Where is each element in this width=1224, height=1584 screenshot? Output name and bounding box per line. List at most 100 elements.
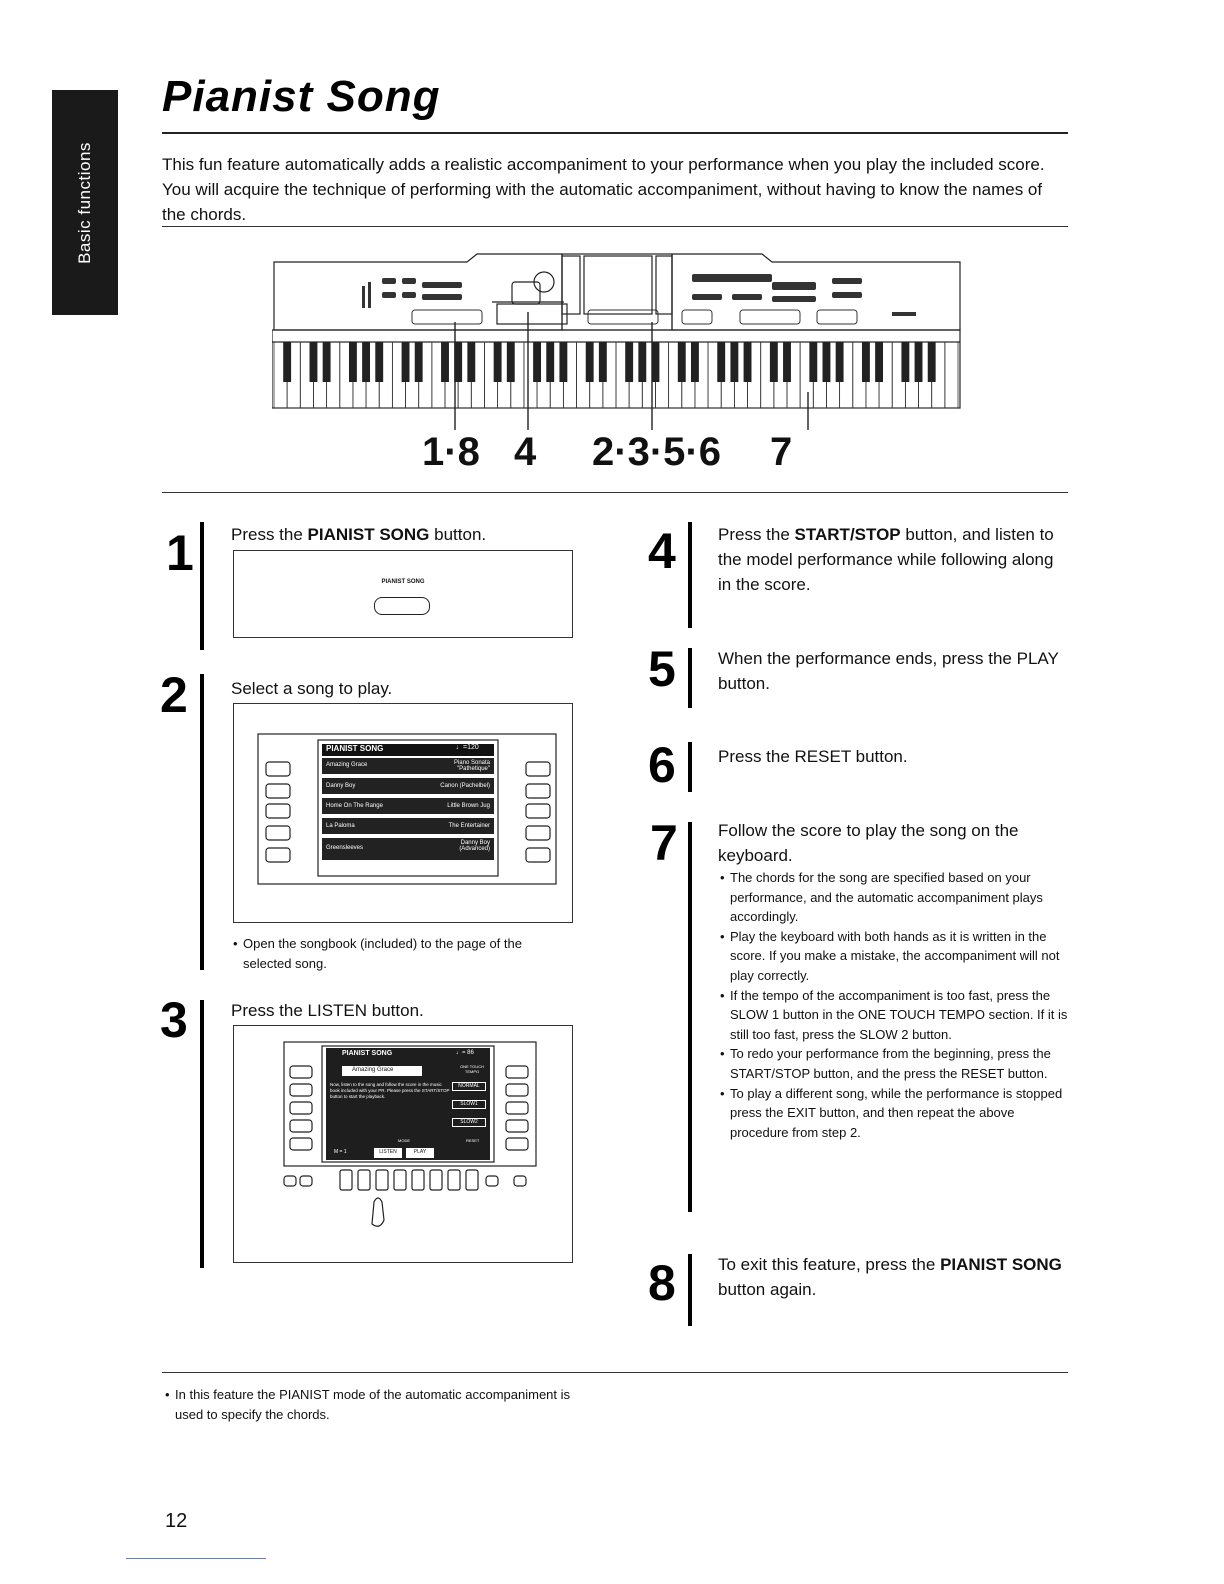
song-select-screen <box>257 733 557 885</box>
step-7-note-4: To redo your performance from the beginn… <box>720 1044 1068 1083</box>
step-7-note-1: The chords for the song are specified ba… <box>720 868 1068 927</box>
intro-paragraph: This fun feature automatically adds a re… <box>162 155 1045 224</box>
song-screen-header: PIANIST SONG <box>326 744 384 753</box>
black-key <box>651 342 660 382</box>
black-key <box>533 342 542 382</box>
step-text-8: To exit this feature, press the PIANIST … <box>718 1255 1062 1299</box>
step-number-5: 5 <box>648 641 676 697</box>
song-screen-tempo: ♩=120 <box>456 744 479 751</box>
listen-panel: PIANIST SONG ♩= 86 Amazing Grace ONE TOU… <box>233 1025 573 1263</box>
listen-screen-tempo: ♩= 86 <box>456 1050 474 1056</box>
black-key <box>493 342 502 382</box>
step-7-note-2: Play the keyboard with both hands as it … <box>720 927 1068 986</box>
song-item-3[interactable]: Danny Boy <box>326 783 356 789</box>
song-item-7[interactable]: La Paloma <box>326 823 355 829</box>
song-item-6[interactable]: Little Brown Jug <box>447 803 490 809</box>
pianist-song-button-panel: PIANIST SONG <box>233 550 573 638</box>
measure-readout: M = 1 <box>334 1149 347 1155</box>
step-bar-4 <box>688 522 692 628</box>
black-key <box>861 342 870 382</box>
pianist-song-button[interactable] <box>374 597 430 615</box>
black-key <box>401 342 410 382</box>
step-bar-3 <box>200 1000 204 1268</box>
black-key <box>875 342 884 382</box>
step-number-4: 4 <box>648 523 676 579</box>
black-key <box>454 342 463 382</box>
black-key <box>809 342 818 382</box>
black-key <box>348 342 357 382</box>
black-key <box>625 342 634 382</box>
reset-label: RESET <box>466 1138 480 1143</box>
black-key <box>638 342 647 382</box>
step-bar-7 <box>688 822 692 1212</box>
one-touch-tempo-label: ONE TOUCH TEMPO <box>460 1064 484 1074</box>
steps-rule <box>162 492 1068 493</box>
step-7-note-5: To play a different song, while the perf… <box>720 1084 1068 1143</box>
song-item-4[interactable]: Canon (Pachelbel) <box>440 783 490 789</box>
step-text-1: Press the PIANIST SONG button. <box>231 525 487 544</box>
step-bar-5 <box>688 648 692 708</box>
black-key <box>690 342 699 382</box>
black-key <box>414 342 423 382</box>
bottom-line <box>126 1558 266 1559</box>
black-key <box>822 342 831 382</box>
black-key <box>506 342 515 382</box>
step-2-notes: Open the songbook (included) to the page… <box>233 934 573 973</box>
keyboard-illustration <box>272 253 961 430</box>
pianist-song-button-label: PIANIST SONG <box>381 579 425 585</box>
listen-button[interactable]: LISTEN <box>379 1149 397 1155</box>
play-button[interactable]: PLAY <box>413 1149 427 1155</box>
song-item-8[interactable]: The Entertainer <box>448 823 490 829</box>
normal-tempo-button[interactable]: NORMAL <box>452 1082 486 1091</box>
step-number-7: 7 <box>650 815 678 871</box>
black-key <box>783 342 791 382</box>
listen-screen-song: Amazing Grace <box>352 1067 394 1073</box>
step-bar-8 <box>688 1254 692 1326</box>
footnote-text: In this feature the PIANIST mode of the … <box>165 1385 585 1425</box>
black-key <box>598 342 607 382</box>
song-item-1[interactable]: Amazing Grace <box>326 762 368 768</box>
step-bar-2 <box>200 674 204 970</box>
listen-screen-header: PIANIST SONG <box>342 1050 393 1057</box>
black-key <box>585 342 594 382</box>
black-key <box>559 342 568 382</box>
footnote-rule <box>162 1372 1068 1373</box>
title-rule <box>162 132 1068 134</box>
black-key <box>362 342 371 382</box>
step-number-1: 1 <box>166 525 194 581</box>
step-text-3: Press the LISTEN button. <box>231 1001 424 1020</box>
black-key <box>743 342 752 382</box>
page-title: Pianist Song <box>162 72 441 121</box>
step-number-6: 6 <box>648 737 676 793</box>
song-item-10[interactable]: Danny Boy (Advanced) <box>459 840 490 852</box>
intro-rule <box>162 226 1068 227</box>
step-text-5: When the performance ends, press the PLA… <box>718 649 1059 693</box>
listen-screen-message: Now, listen to the song and follow the s… <box>330 1082 450 1099</box>
step-text-6: Press the RESET button. <box>718 747 908 766</box>
black-key <box>467 342 476 382</box>
black-key <box>769 342 778 382</box>
section-tab: Basic functions <box>52 90 118 315</box>
step-2-note: Open the songbook (included) to the page… <box>233 934 573 973</box>
step-number-8: 8 <box>648 1255 676 1311</box>
black-key <box>717 342 726 382</box>
callout-2-3-5-6: 2·3·5·6 <box>592 430 721 474</box>
song-item-9[interactable]: Greensleeves <box>326 845 364 851</box>
step-7-note-3: If the tempo of the accompaniment is too… <box>720 986 1068 1045</box>
slow1-button[interactable]: SLOW1 <box>452 1100 486 1109</box>
step-bar-6 <box>688 742 692 792</box>
song-select-panel: PIANIST SONG ♩=120 Amazing Grace Piano S… <box>233 703 573 923</box>
black-key <box>546 342 555 382</box>
black-key <box>927 342 936 382</box>
song-item-2[interactable]: Piano Sonata "Pathetique" <box>453 760 490 772</box>
slow2-button[interactable]: SLOW2 <box>452 1118 486 1127</box>
callout-4: 4 <box>514 430 537 474</box>
song-item-5[interactable]: Home On The Range <box>326 803 383 809</box>
black-key <box>677 342 686 382</box>
step-number-2: 2 <box>160 667 188 723</box>
footnote: In this feature the PIANIST mode of the … <box>165 1385 585 1425</box>
black-key <box>730 342 739 382</box>
page-number: 12 <box>165 1510 188 1532</box>
callout-7: 7 <box>770 430 793 474</box>
step-text-7: Follow the score to play the song on the… <box>718 821 1019 865</box>
